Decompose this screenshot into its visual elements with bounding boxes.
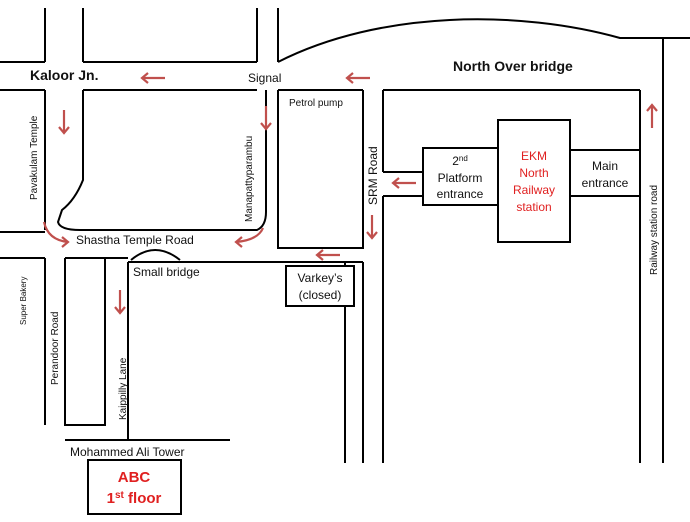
varkeys-line1: Varkey’s — [298, 271, 343, 285]
abc-line1: ABC — [118, 469, 151, 486]
main-entrance-line1: Main — [592, 159, 618, 173]
abc-destination-box: ABC 1st floor — [87, 459, 182, 515]
station-line3: Railway — [513, 183, 555, 197]
arrow-left-signal — [345, 72, 370, 84]
label-manapattyparambu: Manapattyparambu — [244, 136, 255, 222]
arrow-up-railway — [646, 103, 658, 128]
label-petrol-pump: Petrol pump — [289, 98, 343, 109]
label-shastha-temple-road: Shastha Temple Road — [76, 233, 194, 247]
label-railway-station-road: Railway station road — [649, 185, 660, 275]
label-kaloor-jn: Kaloor Jn. — [30, 67, 98, 83]
label-perandoor-road: Perandoor Road — [50, 312, 61, 385]
label-super-bakery: Super Bakery — [19, 277, 28, 325]
arrow-down-kaippilly — [114, 290, 126, 315]
arrow-curve-shastha-right — [234, 227, 265, 248]
platform2-line3: entrance — [437, 187, 484, 201]
abc-floor-number: 1 — [107, 490, 115, 507]
platform2-line2: Platform — [438, 171, 483, 185]
platform2-number: 2 — [452, 154, 459, 168]
map-labels: Kaloor Jn. Signal North Over bridge Petr… — [19, 58, 660, 459]
arrow-down-pavakulam — [58, 110, 70, 135]
varkeys-line2: (closed) — [299, 288, 342, 302]
station-line4: station — [516, 200, 551, 214]
arrow-left-kaloor — [140, 72, 165, 84]
arrow-curve-shastha-left — [42, 221, 70, 248]
main-entrance-box: Main entrance — [569, 149, 641, 197]
platform2-entrance-box: 2nd Platform entrance — [422, 147, 499, 206]
label-kaippilly-lane: Kaippilly Lane — [118, 357, 129, 420]
label-mohammed-ali-tower: Mohammed Ali Tower — [70, 445, 185, 459]
small-bridge-arc — [130, 249, 181, 261]
svg-text:2nd: 2nd — [452, 154, 468, 168]
label-signal: Signal — [248, 71, 281, 85]
arrow-left-varkeys — [315, 249, 340, 261]
arrow-down-manapattyparambu — [260, 106, 272, 131]
abc-floor-suffix: st — [115, 490, 125, 501]
svg-text:1st floor: 1st floor — [107, 490, 162, 507]
label-north-over-bridge: North Over bridge — [453, 58, 573, 74]
platform2-suffix: nd — [459, 154, 468, 163]
ekm-north-station-box: EKM North Railway station — [497, 119, 571, 243]
label-pavakulam-temple: Pavakulam Temple — [29, 115, 40, 200]
route-arrows — [42, 72, 658, 315]
label-small-bridge: Small bridge — [133, 265, 200, 279]
main-entrance-line2: entrance — [582, 176, 629, 190]
label-srm-road: SRM Road — [366, 146, 380, 205]
varkeys-box: Varkey’s (closed) — [285, 265, 355, 307]
arrow-down-srm — [366, 215, 378, 240]
station-line2: North — [519, 166, 548, 180]
abc-floor-word: floor — [124, 490, 162, 507]
station-line1: EKM — [521, 149, 547, 163]
arrow-left-srm — [391, 177, 416, 189]
